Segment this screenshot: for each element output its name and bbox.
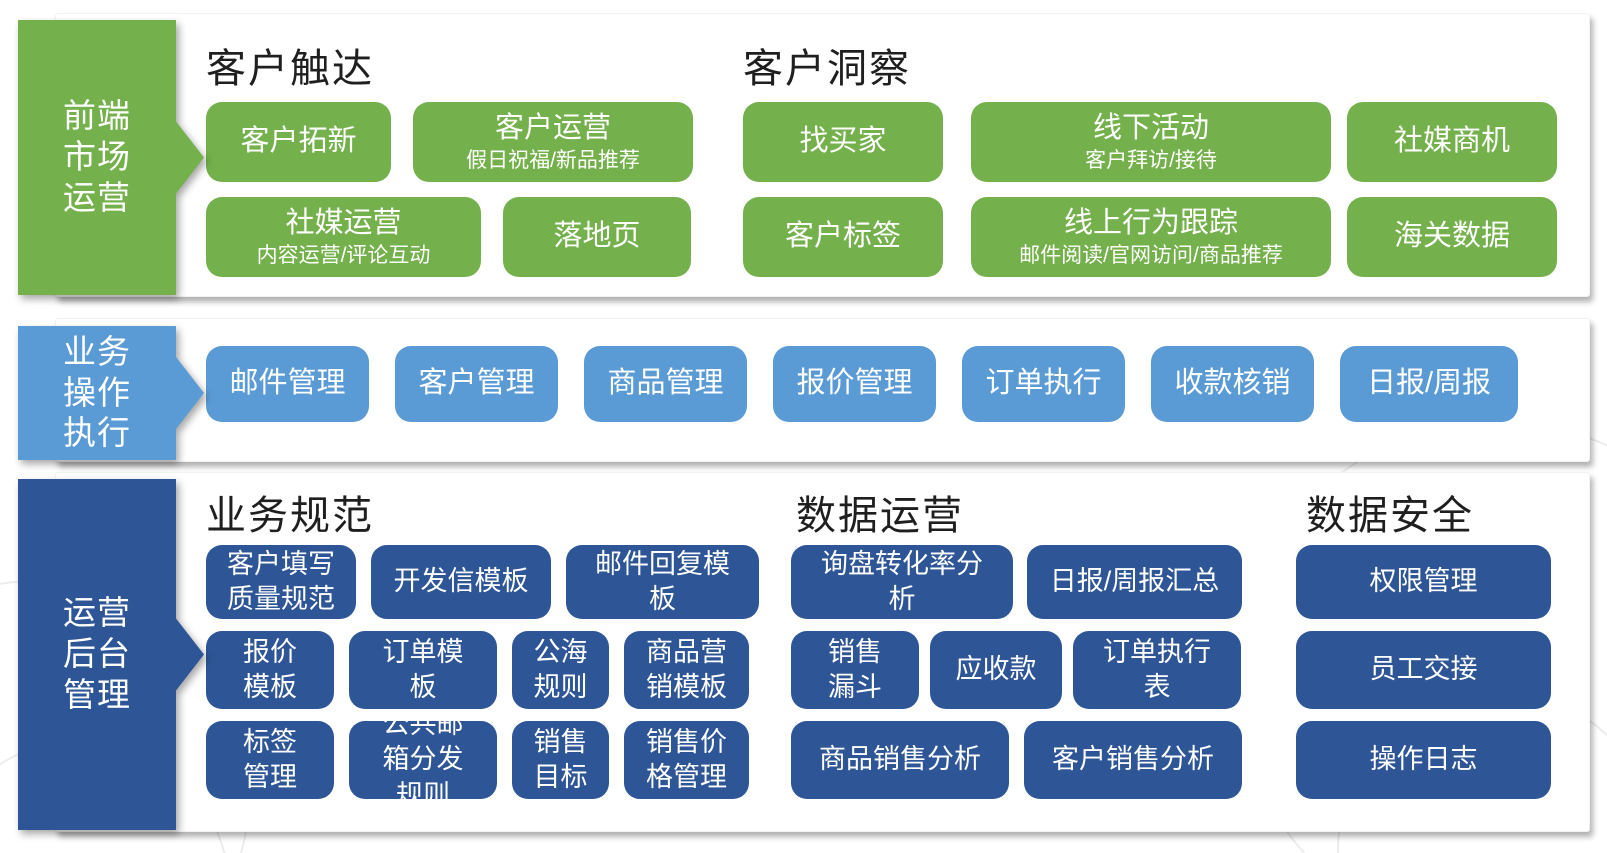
tile-label: 应收款 [955,654,1037,685]
tile-sublabel: 内容运营/评论互动 [256,244,431,268]
tile-find-buyers: 找买家 [743,102,943,182]
tile-label: 订单执行 表 [1103,636,1211,702]
tile-landing-page: 落地页 [503,197,691,277]
tile-label: 销售价 格管理 [646,726,727,792]
tile-label: 订单模 板 [382,636,464,702]
tile-label: 客户管理 [418,367,535,400]
tile-customs-data: 海关数据 [1347,197,1557,277]
tile-sales-target: 销售 目标 [512,721,609,799]
tile-label: 落地页 [553,220,641,253]
tile-label: 客户销售分析 [1052,744,1214,775]
tile-label: 员工交接 [1369,654,1478,685]
tile-label: 报价管理 [796,367,913,400]
band-backoffice-tab: 运营 后台 管理 [18,479,204,830]
tile-label: 订单执行 [985,367,1102,400]
tile-product-management: 商品管理 [584,346,747,422]
tile-label: 商品管理 [607,367,724,400]
tile-order-execution-table: 订单执行 表 [1073,631,1241,709]
tile-label: 公海 规则 [533,636,588,702]
tile-label: 找买家 [799,125,887,158]
section-title-business-spec: 业务规范 [206,494,374,538]
tile-employee-handover: 员工交接 [1296,631,1551,709]
tile-payment-verification: 收款核销 [1151,346,1314,422]
tile-quotation-management: 报价管理 [773,346,936,422]
band-execution-tab-shape: 业务 操作 执行 [18,326,204,460]
tile-product-sales-analysis: 商品销售分析 [791,721,1009,799]
tile-label: 线上行为跟踪 [1063,207,1238,240]
tile-tag-management: 标签 管理 [206,721,334,799]
tile-online-behavior-tracking: 线上行为跟踪 邮件阅读/官网访问/商品推荐 [971,197,1331,277]
tile-customer-operation: 客户运营 假日祝福/新品推荐 [413,102,693,182]
tile-label: 开发信模板 [393,566,529,597]
section-title-customer-reach: 客户触达 [206,47,374,91]
tile-order-execution: 订单执行 [962,346,1125,422]
tile-label: 邮件回复模 板 [595,548,730,614]
tile-product-marketing-template: 商品营 销模板 [624,631,749,709]
tile-inquiry-conversion-analysis: 询盘转化率分 析 [791,545,1013,619]
tile-customer-prospecting: 客户拓新 [206,102,391,182]
band-execution-tab: 业务 操作 执行 [18,326,204,460]
tile-label: 社媒运营 [285,207,402,240]
tile-operation-log: 操作日志 [1296,721,1551,799]
tile-label: 邮件管理 [229,367,346,400]
tile-shared-mailbox-distribution-rules: 公共邮 箱分发 规则 [349,721,497,799]
tile-label: 操作日志 [1369,744,1478,775]
band-execution-panel: 邮件管理 客户管理 商品管理 报价管理 订单执行 收款核销 日报/周报 [55,318,1590,462]
tile-email-reply-template: 邮件回复模 板 [566,545,759,619]
band-frontend-tab-shape: 前端 市场 运营 [18,20,204,295]
band-frontend-tab-label: 前端 市场 运营 [63,97,131,216]
tile-sales-price-management: 销售价 格管理 [624,721,749,799]
tile-label: 销售 目标 [533,726,588,792]
tile-label: 商品销售分析 [819,744,981,775]
tile-label: 权限管理 [1369,566,1478,597]
tile-label: 询盘转化率分 析 [821,548,983,614]
tile-report-summary: 日报/周报汇总 [1027,545,1242,619]
tile-label: 标签 管理 [243,726,297,792]
tile-label: 客户填写 质量规范 [227,548,335,614]
tile-quotation-template: 报价 模板 [206,631,334,709]
tile-label: 销售 漏斗 [828,636,882,702]
tile-accounts-receivable: 应收款 [930,631,1062,709]
tile-offline-events: 线下活动 客户拜访/接待 [971,102,1331,182]
tile-label: 日报/周报 [1366,367,1492,400]
tile-customer-management: 客户管理 [395,346,558,422]
tile-label: 商品营 销模板 [646,636,727,702]
tile-sublabel: 客户拜访/接待 [1085,149,1217,173]
tile-label: 日报/周报汇总 [1049,566,1220,597]
tile-email-management: 邮件管理 [206,346,369,422]
tile-development-letter-template: 开发信模板 [371,545,551,619]
tile-order-template: 订单模 板 [349,631,497,709]
tile-daily-weekly-report: 日报/周报 [1340,346,1518,422]
tile-public-pool-rules: 公海 规则 [512,631,609,709]
tile-label: 客户运营 [494,112,611,145]
tile-label: 收款核销 [1174,367,1291,400]
band-frontend-tab: 前端 市场 运营 [18,20,204,295]
section-title-data-security: 数据安全 [1306,494,1474,538]
tile-social-media-operation: 社媒运营 内容运营/评论互动 [206,197,481,277]
tile-label: 客户拓新 [240,125,357,158]
tile-label: 社媒商机 [1393,125,1510,158]
tile-label: 报价 模板 [243,636,297,702]
tile-sales-funnel: 销售 漏斗 [791,631,919,709]
tile-customer-tags: 客户标签 [743,197,943,277]
section-title-data-operation: 数据运营 [796,494,964,538]
tile-sublabel: 邮件阅读/官网访问/商品推荐 [1019,244,1283,268]
tile-permission-management: 权限管理 [1296,545,1551,619]
band-execution-tab-label: 业务 操作 执行 [63,332,131,452]
section-title-customer-insight: 客户洞察 [743,47,911,91]
band-frontend-panel: 客户触达 客户洞察 客户拓新 客户运营 假日祝福/新品推荐 社媒运营 内容运营/… [55,13,1590,297]
tile-label: 海关数据 [1393,220,1510,253]
tile-label: 客户标签 [784,220,901,253]
tile-sublabel: 假日祝福/新品推荐 [466,149,640,173]
tile-label: 公共邮 箱分发 规则 [382,721,464,799]
tile-label: 线下活动 [1092,112,1209,145]
tile-customer-entry-quality-spec: 客户填写 质量规范 [206,545,356,619]
band-backoffice-tab-shape: 运营 后台 管理 [18,479,204,830]
tile-social-media-leads: 社媒商机 [1347,102,1557,182]
band-backoffice-tab-label: 运营 后台 管理 [63,594,131,713]
band-backoffice-panel: 业务规范 数据运营 数据安全 客户填写 质量规范 开发信模板 邮件回复模 板 报… [55,472,1590,832]
tile-customer-sales-analysis: 客户销售分析 [1024,721,1242,799]
